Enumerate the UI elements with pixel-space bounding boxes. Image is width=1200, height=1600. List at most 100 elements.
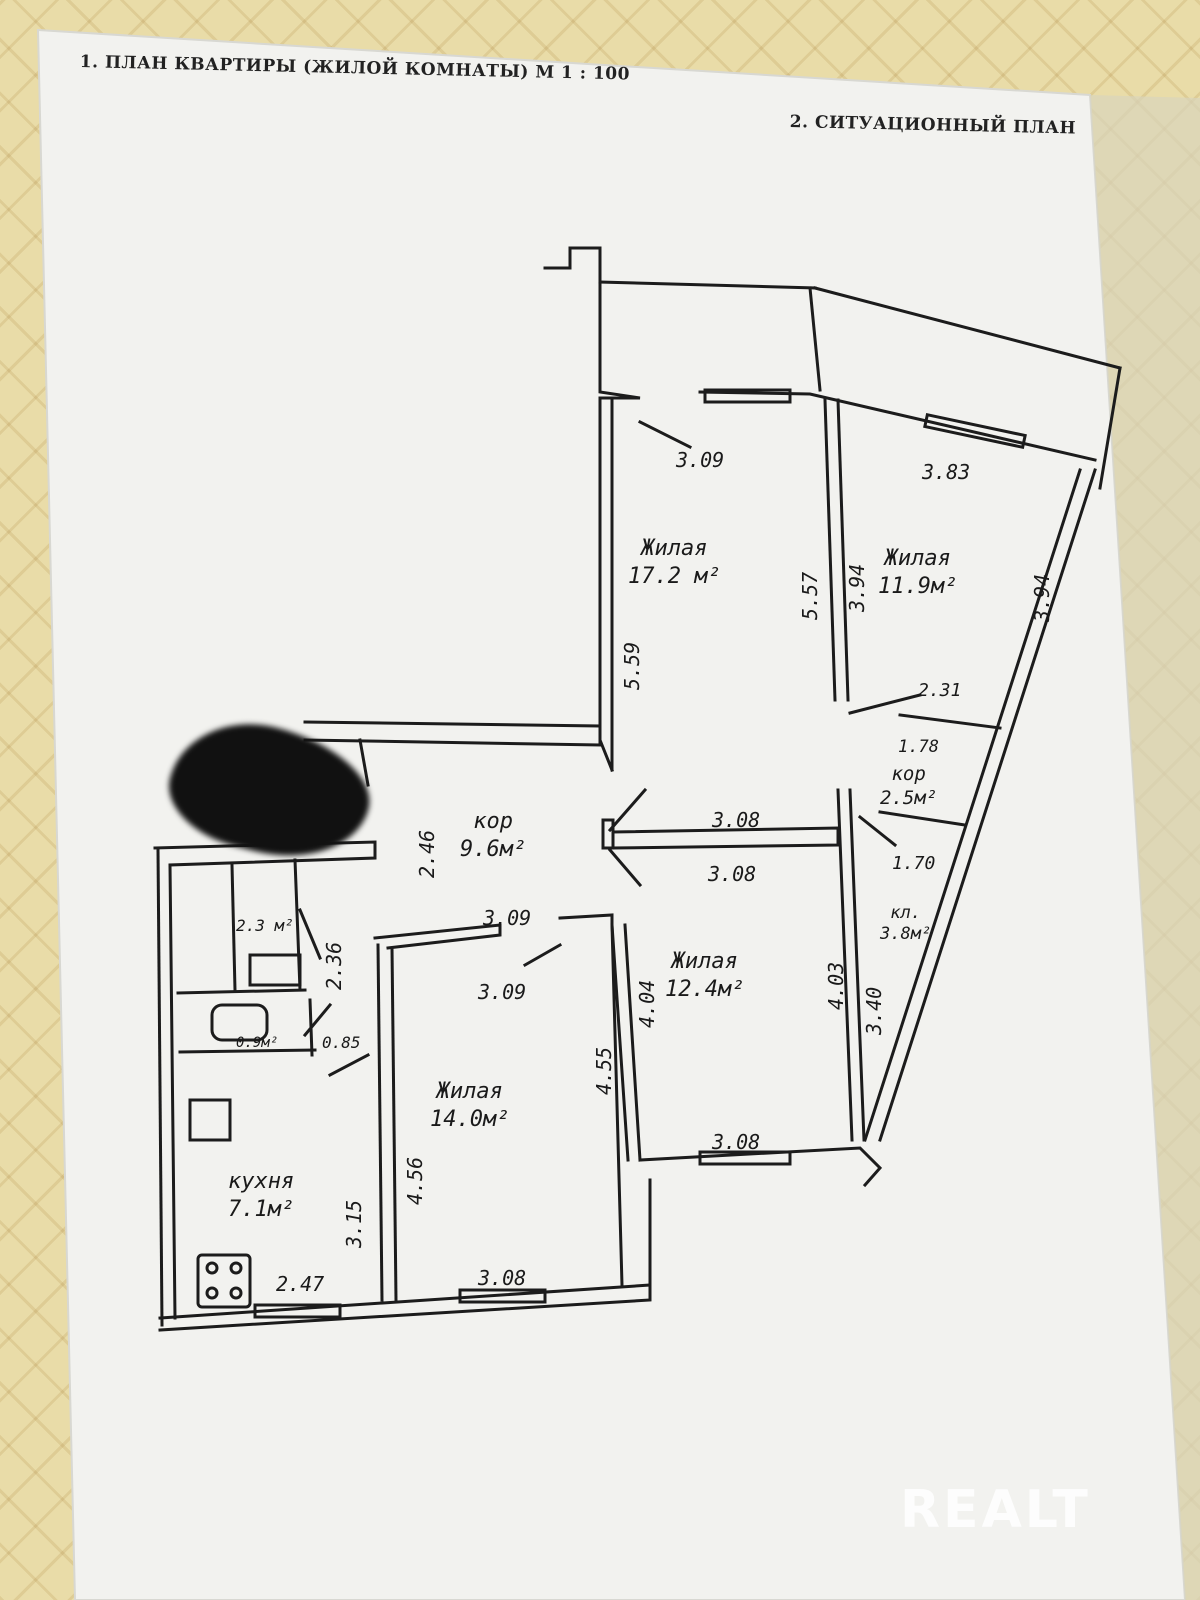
room-area: 14.0м²: [430, 1106, 510, 1132]
dimension-label: 3.83: [922, 460, 971, 484]
room-living-17: Жилая 17.2 м²: [628, 535, 721, 590]
wall-12-left: [558, 913, 630, 1162]
stove: [196, 1253, 252, 1309]
wall-corridor-top: [303, 720, 602, 747]
room-name: кор: [473, 809, 513, 834]
stove-burner-4: [229, 1286, 243, 1300]
leader-085: [327, 1052, 371, 1078]
leader-231: [848, 693, 922, 715]
toilet: [210, 1003, 269, 1042]
stove-burner-1: [205, 1261, 219, 1275]
room-area: 3.8м²: [880, 924, 932, 945]
wall-top: [598, 280, 817, 290]
dimension-label: 0.85: [322, 1033, 361, 1052]
door-jamb: [601, 818, 615, 850]
window-17: [703, 388, 792, 404]
dimension-label: 4.04: [635, 979, 659, 1028]
leader-309d: [522, 942, 563, 968]
room-area: 11.9м²: [878, 573, 958, 599]
dimension-label: 2.31: [918, 680, 962, 701]
leader-236: [298, 908, 322, 960]
wall-14-left: [376, 943, 384, 1302]
room-area: 2.3 м²: [236, 916, 294, 935]
wall-kor-top: [898, 713, 1002, 730]
paper-sheet: [36, 28, 1187, 1600]
stove-burner-2: [229, 1261, 243, 1275]
wall-14-left-b: [390, 946, 398, 1302]
room-area: 12.4м²: [665, 976, 745, 1002]
leader-wc: [302, 1002, 333, 1038]
dimension-label: 3.40: [862, 986, 886, 1035]
dimension-label: 2.36: [322, 941, 346, 990]
room-name: Жилая: [884, 546, 951, 571]
dimension-label: 1.78: [898, 737, 939, 757]
wall-bottom-outer: [158, 1283, 652, 1332]
bathtub: [248, 953, 302, 987]
window-14: [458, 1288, 547, 1304]
door-swing-a: [607, 787, 648, 833]
room-living-12: Жилая 12.4м²: [665, 948, 744, 1003]
room-area: 7.1м²: [228, 1196, 295, 1222]
wall-12-top: [611, 826, 840, 850]
window-kitchen: [253, 1303, 342, 1319]
wall-14-top: [373, 923, 502, 950]
window-11: [923, 412, 1027, 450]
dimension-label: 3.08: [478, 1266, 527, 1290]
room-living-11: Жилая 11.9м²: [878, 545, 957, 600]
wall-12-right-b: [848, 788, 866, 1142]
wall-bath-bottom: [176, 988, 307, 995]
dimension-label: 1.70: [892, 853, 936, 874]
room-corridor-9-6: кор 9.6м²: [460, 808, 526, 863]
balcony-top: [813, 286, 1122, 370]
room-area: 9.6м²: [460, 836, 527, 862]
wall-col-17-11: [808, 286, 822, 392]
dimension-label: 3.09: [478, 980, 527, 1004]
wall-12-right: [836, 788, 854, 1142]
room-corridor-2-5: кор 2.5м²: [880, 763, 937, 811]
dimension-label: 3.08: [712, 808, 761, 832]
dimension-label: 4.56: [403, 1156, 427, 1205]
wall-17-11: [823, 398, 837, 702]
dimension-label: 4.55: [592, 1046, 616, 1095]
wall-right-outer: [878, 468, 1097, 1142]
room-name: кл.: [890, 903, 921, 923]
room-name: Жилая: [436, 1079, 503, 1104]
dimension-label: 5.57: [798, 571, 822, 620]
room-area: 2.5м²: [880, 786, 938, 809]
wall-top-stub: [543, 246, 602, 292]
realt-watermark: REALT: [900, 1480, 1091, 1540]
wall-right-inner: [863, 468, 1082, 1142]
wall-wc-bottom: [178, 1048, 317, 1054]
dimension-label: 5.59: [620, 641, 644, 690]
stove-burner-3: [205, 1286, 219, 1300]
room-area: 17.2 м²: [628, 563, 721, 589]
dimension-label: 3.09: [483, 906, 532, 930]
wall-bath-divider: [230, 863, 237, 992]
room-name: Жилая: [671, 949, 738, 974]
room-area: 0.9м²: [236, 1035, 279, 1051]
room-living-14: Жилая 14.0м²: [430, 1078, 509, 1133]
room-bathroom: 2.3 м²: [236, 918, 294, 934]
door-swing-b: [607, 847, 643, 888]
room-name: кор: [891, 763, 926, 785]
dimension-label: 2.46: [415, 829, 439, 878]
room-wc: 0.9м²: [236, 1035, 278, 1051]
wall-balcony-front: [698, 390, 1097, 462]
window-12: [698, 1150, 792, 1166]
dimension-label: 2.47: [276, 1272, 325, 1296]
wall-17-left: [598, 288, 641, 772]
dimension-label: 4.03: [824, 961, 848, 1010]
dimension-label: 3.08: [712, 1130, 761, 1154]
wall-14-right: [610, 923, 624, 1287]
wall-12-bottom: [638, 1146, 883, 1188]
room-kitchen: кухня 7.1м²: [228, 1168, 294, 1223]
dimension-label: 3.09: [676, 448, 725, 472]
dimension-label: 3.15: [342, 1199, 366, 1248]
wall-12-left-b: [623, 923, 642, 1162]
leader-170: [857, 814, 898, 848]
wall-corridor-stub: [358, 738, 370, 787]
kitchen-sink: [188, 1098, 232, 1142]
room-name: кухня: [228, 1169, 295, 1194]
paper-shadow: [1090, 95, 1200, 1600]
